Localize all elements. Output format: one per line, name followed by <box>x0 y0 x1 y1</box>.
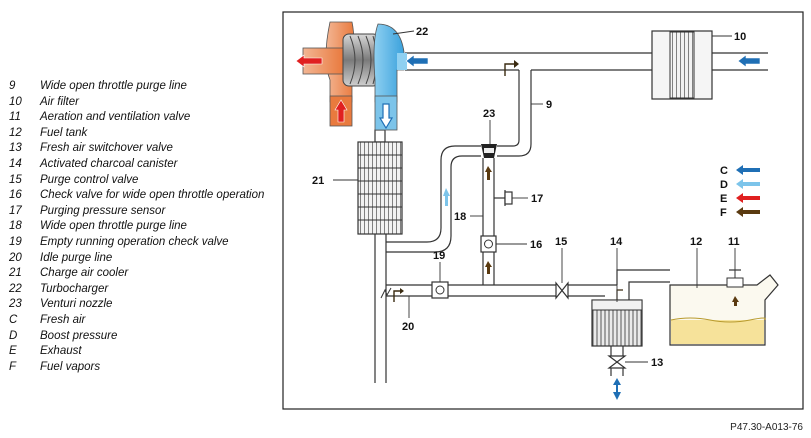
flow-arrows <box>295 54 761 400</box>
legend-item: 23 Venturi nozzle <box>9 297 269 313</box>
air-filter <box>651 30 713 100</box>
boost-return-line <box>386 145 481 253</box>
intake-duct <box>405 52 768 71</box>
purge-line-18 <box>482 158 495 285</box>
legend-code: 13 <box>9 142 22 155</box>
legend-text: Fuel vapors <box>40 360 101 373</box>
legend-text: Purging pressure sensor <box>40 204 166 217</box>
legend-code: F <box>9 360 17 373</box>
legend-code: 22 <box>9 282 22 295</box>
legend-text: Fresh air <box>40 313 86 326</box>
label-20: 20 <box>402 321 414 333</box>
legend-text: Wide open throttle purge line <box>40 80 187 92</box>
charcoal-canister <box>591 299 643 347</box>
label-15: 15 <box>555 236 567 248</box>
legend-item: 17 Purging pressure sensor <box>9 204 269 220</box>
legend-item: 18 Wide open throttle purge line <box>9 219 269 235</box>
arrow-key <box>736 165 760 217</box>
legend-text: Idle purge line <box>40 251 113 264</box>
label-23: 23 <box>483 108 495 120</box>
key-letter-d: D <box>720 179 728 191</box>
legend-item: C Fresh air <box>9 313 269 329</box>
key-letter-c: C <box>720 165 728 177</box>
legend-text: Turbocharger <box>40 282 109 295</box>
legend-code: 14 <box>9 157 22 170</box>
check-valve-19 <box>431 281 449 299</box>
legend-code: D <box>9 329 18 342</box>
turbocharger <box>302 21 407 131</box>
legend-item: 14 Activated charcoal canister <box>9 157 269 173</box>
purge-control-valve <box>555 281 569 300</box>
label-18: 18 <box>454 211 466 223</box>
legend-item: 11 Aeration and ventilation valve <box>9 110 269 126</box>
legend-text: Venturi nozzle <box>40 298 113 311</box>
legend-item: 15 Purge control valve <box>9 173 269 189</box>
legend-text: Charge air cooler <box>40 267 129 280</box>
legend-item: 13 Fresh air switchover valve <box>9 141 269 157</box>
legend-code: 17 <box>9 204 22 217</box>
legend-text: Fresh air switchover valve <box>40 142 173 155</box>
legend-code: 19 <box>9 235 22 248</box>
legend-code: 23 <box>9 298 22 311</box>
legend-item: 22 Turbocharger <box>9 282 269 298</box>
legend-text: Fuel tank <box>40 126 88 139</box>
legend-code: 10 <box>9 95 22 108</box>
legend-text: Purge control valve <box>40 173 139 186</box>
legend-code: 9 <box>9 80 16 92</box>
label-13: 13 <box>651 357 663 369</box>
legend-item: 19 Empty running operation check valve <box>9 235 269 251</box>
legend-code: 18 <box>9 220 22 233</box>
fuel-tank <box>669 269 779 346</box>
check-valve-16 <box>480 235 497 253</box>
legend-item: 21 Charge air cooler <box>9 266 269 282</box>
legend-text: Air filter <box>40 95 79 108</box>
legend-item: 16 Check valve for wide open throttle ope… <box>9 188 269 204</box>
label-10: 10 <box>734 31 746 43</box>
label-17: 17 <box>531 193 543 205</box>
legend-text: Boost pressure <box>40 329 118 342</box>
purge-line-9 <box>497 70 532 157</box>
legend-code: 11 <box>9 111 21 124</box>
legend-code: 21 <box>9 267 22 280</box>
legend-text: Activated charcoal canister <box>40 157 178 170</box>
legend-code: 15 <box>9 173 22 186</box>
boost-pipe <box>374 234 387 383</box>
legend-item: D Boost pressure <box>9 329 269 345</box>
legend-text: Exhaust <box>40 345 82 358</box>
fresh-air-switchover-valve <box>607 346 627 376</box>
legend-item: 20 Idle purge line <box>9 251 269 267</box>
legend-item: E Exhaust <box>9 344 269 360</box>
legend-code: E <box>9 345 17 358</box>
legend-text: Check valve for wide open throttle opera… <box>40 189 265 202</box>
leader-lines <box>333 30 736 363</box>
legend-code: 16 <box>9 189 22 202</box>
charge-air-cooler <box>357 129 403 235</box>
legend-item: F Fuel vapors <box>9 360 269 376</box>
key-letter-e: E <box>720 193 727 205</box>
label-16: 16 <box>530 239 542 251</box>
legend-item: 12 Fuel tank <box>9 126 269 142</box>
legend-code: 12 <box>9 126 22 139</box>
legend-text: Aeration and ventilation valve <box>40 111 191 124</box>
label-9: 9 <box>546 99 552 111</box>
reference-code: P47.30-A013-76 <box>730 422 803 433</box>
key-letter-f: F <box>720 207 727 219</box>
legend-text: Empty running operation check valve <box>40 235 229 248</box>
venturi-nozzle <box>481 144 497 158</box>
legend-item: 9 Wide open throttle purge line <box>9 79 269 95</box>
label-12: 12 <box>690 236 702 248</box>
label-14: 14 <box>610 236 623 248</box>
legend-code: 20 <box>9 251 22 264</box>
label-21: 21 <box>312 175 324 187</box>
label-11: 11 <box>728 236 740 248</box>
legend-text: Wide open throttle purge line <box>40 220 187 233</box>
label-22: 22 <box>416 26 428 38</box>
label-19: 19 <box>433 250 445 262</box>
legend-item: 10 Air filter <box>9 95 269 111</box>
legend-code: C <box>9 313 18 326</box>
